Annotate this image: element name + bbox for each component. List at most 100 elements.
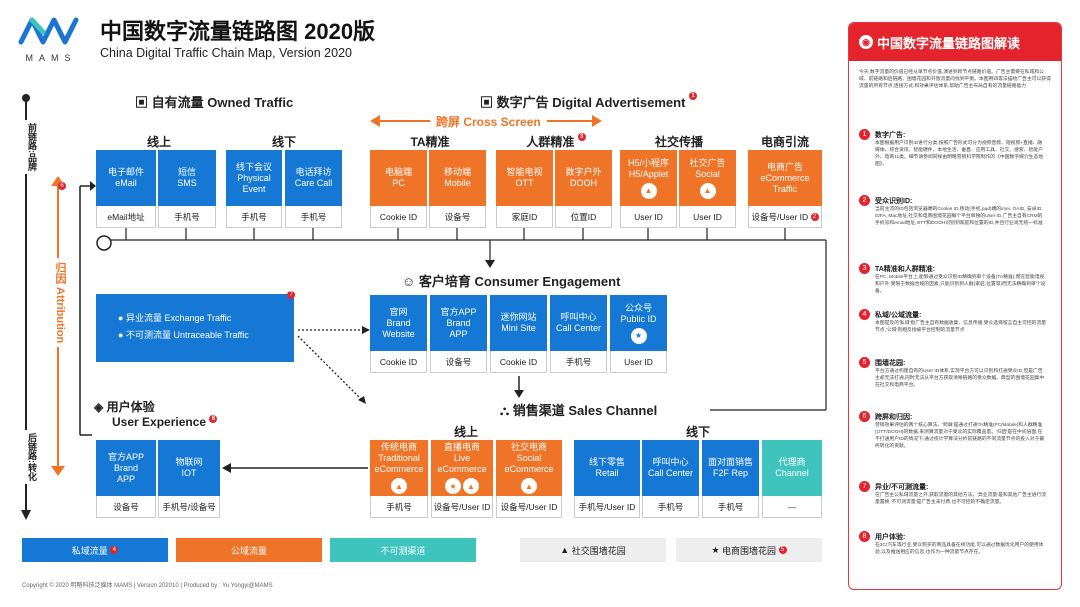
panel-title-4: 私域/公域流量: — [875, 312, 922, 319]
connector-bus — [96, 228, 827, 411]
ad-label-social: 社交广告 Social — [689, 157, 726, 179]
axis-label-bottom: 后链路:转化 — [13, 430, 39, 484]
panel-text-3: 在PC, Mobile平台上,能够通过受众识别ID精确到单个设备(TA精准),而… — [875, 275, 1046, 294]
ad-label-ott: 智能电视 OTT — [506, 167, 543, 188]
owned-box-call: 电话拜访 Care Call — [285, 150, 342, 206]
eng-id-app: 设备号 — [430, 351, 487, 373]
group-crowd: 人群精准 3 — [496, 133, 616, 150]
sales-label-f2f: 面对面销售 F2F Rep — [707, 457, 753, 478]
ad-box-mobile: 移动端 Mobile — [429, 150, 486, 206]
owned-icon: ▣ — [135, 95, 149, 110]
owned-box-event: 线下会议 Physical Event — [226, 150, 282, 206]
ad-id-social: User ID — [679, 206, 736, 228]
engagement-title: ☺ 客户培育 Consumer Engagement — [402, 271, 620, 290]
owned-box-email: 电子邮件 eMail — [96, 150, 156, 206]
social-garden-icon: ▲ — [391, 478, 407, 494]
sales-label-social: 社交电商 Social eCommerce — [504, 442, 554, 474]
panel-title-3: TA精准和人群精准: — [875, 266, 936, 273]
owned-offline-label: 线下 — [271, 135, 296, 149]
panel-num-5: 5 — [859, 357, 870, 368]
panel-num-1: 1 — [859, 129, 870, 140]
ad-id-pc: Cookie ID — [370, 206, 427, 228]
sales-box-social: 社交电商 Social eCommerce ▲ — [496, 440, 562, 496]
ad-label-pc: 电脑端 PC — [384, 167, 412, 188]
sales-label-traditional: 传统电商 Traditional eCommerce — [374, 442, 424, 474]
ux-title-line1: ◈ 用户体验 — [94, 400, 217, 415]
exchange-box: ● 异业流量 Exchange Traffic ● 不可测流量 Untracea… — [96, 294, 294, 362]
interpretation-panel: ◉ 中国数字流量链路图解读 今天,数字流量的价值已经从单节点价值,演进到跨节点链… — [848, 22, 1062, 590]
panel-num-2: 2 — [859, 195, 870, 206]
sales-label-channel: 代理商 Channel — [775, 457, 809, 478]
social-garden-icon: ▲ — [463, 478, 479, 494]
footer: Copyright © 2020 明略科技泛媒体 MAMS | Version … — [22, 583, 273, 589]
eng-id-public: User ID — [610, 351, 667, 373]
return-arrow — [79, 181, 96, 436]
group-ta: TA精准 — [410, 135, 450, 149]
owned-box-sms: 短信 SMS — [158, 150, 216, 206]
sales-id-f2f: 手机号 — [702, 496, 759, 518]
owned-label-email: 电子邮件 eMail — [107, 167, 144, 188]
sales-box-f2f: 面对面销售 F2F Rep — [702, 440, 759, 496]
panel-text-5: 平台方通过构建自有的User ID体系,实现平台方可以识别和打通受众ID,但是广… — [875, 369, 1045, 388]
sales-title-text: 销售渠道 Sales Channel — [512, 403, 658, 418]
legend-social-garden: ▲ 社交围墙花园 — [520, 538, 666, 562]
digital-icon: ▣ — [480, 95, 494, 110]
sales-id-live: 设备号/User ID — [431, 496, 493, 518]
sales-id-channel: — — [762, 496, 822, 518]
exchange-line2-text: 不可测流量 Untraceable Traffic — [125, 330, 249, 340]
eng-box-mini: 迷你网站 Mini Site — [490, 295, 547, 351]
digital-title-text: 数字广告 Digital Advertisement — [496, 95, 686, 110]
owned-label-call: 电话拜访 Care Call — [294, 167, 333, 188]
ad-label-mobile: 移动端 Mobile — [443, 167, 471, 188]
ad-label-h5: H5/小程序 H5/Applet — [627, 157, 669, 179]
eng-label-public: 公众号 Public ID — [620, 302, 657, 324]
panel-text-8: 在3C/汽车等行业,受众购买的商品具备在线功能,可以通过数据优化用户的使用体验,… — [875, 543, 1044, 555]
owned-label-sms: 短信 SMS — [177, 167, 197, 188]
ux-id-iot: 手机号/设备号 — [158, 496, 220, 518]
eng-id-callcenter: 手机号 — [550, 351, 607, 373]
ecom-garden-icon: ★ — [445, 478, 461, 494]
sales-title: ⛬ 销售渠道 Sales Channel — [500, 400, 657, 419]
owned-id-call: 手机号 — [285, 206, 342, 228]
logo: MAMS — [18, 12, 84, 64]
panel-text-2: 当前主流的ID包括浏览器端的Cookie ID,移动(手机,pad)端的imei… — [875, 207, 1043, 226]
ux-title2-text: User Experience — [112, 415, 207, 429]
sales-box-traditional: 传统电商 Traditional eCommerce ▲ — [370, 440, 428, 496]
social-garden-icon: ▲ — [640, 182, 657, 199]
panel-title-6: 跨屏和归因: — [875, 414, 913, 421]
ad-box-h5: H5/小程序 H5/Applet ▲ — [620, 150, 677, 206]
exchange-badge-text: 7 — [287, 291, 295, 299]
legend-star-icon: ★ — [711, 544, 720, 555]
ad-box-ecom: 电商广告 eCommerce Traffic — [748, 150, 822, 206]
eng-label-website: 官网 Brand Website — [382, 306, 415, 339]
ad-id-ott: 家庭ID — [496, 206, 553, 228]
social-garden-icon: ▲ — [521, 478, 537, 494]
attribution-badge: 6 — [58, 182, 66, 200]
legend-social-garden-text: 社交围墙花园 — [571, 545, 626, 556]
ad-box-pc: 电脑端 PC — [370, 150, 427, 206]
panel-text-7: 在广告主公私域流量之外,获取流量的其他方法。'异业流量'是和其他广告主进行流量置… — [875, 493, 1047, 505]
eng-box-public: 公众号 Public ID★ — [610, 295, 667, 351]
group-social: 社交传播 — [654, 135, 703, 149]
legend-untraceable: 不可测渠道 — [330, 538, 476, 562]
group-ecom: 电商引流 — [760, 135, 809, 149]
owned-online-label: 线上 — [146, 135, 171, 149]
eng-box-website: 官网 Brand Website — [370, 295, 427, 351]
eng-box-callcenter: 呼叫中心 Call Center — [550, 295, 607, 351]
social-garden-icon: ▲ — [699, 182, 716, 199]
eng-box-app: 官方APP Brand APP — [430, 295, 487, 351]
panel-intro: 今天,数字流量的价值已经从单节点价值,演进到跨节点链路价值。广告主需要在私域和公… — [859, 70, 1051, 89]
ad-box-social: 社交广告 Social ▲ — [679, 150, 736, 206]
sales-id-traditional: 手机号 — [370, 496, 428, 518]
owned-id-event: 手机号 — [226, 206, 282, 228]
ad-id-h5: User ID — [620, 206, 677, 228]
ux-icon: ◈ — [94, 400, 104, 414]
ux-title-line2: User Experience 8 — [94, 415, 218, 430]
sales-box-live: 直播电商 Live eCommerce★▲ — [431, 440, 493, 496]
sales-box-retail: 线下零售 Retail — [574, 440, 640, 496]
panel-title-8: 用户体验: — [875, 534, 906, 541]
panel-header: ◉ 中国数字流量链路图解读 — [849, 23, 1061, 61]
legend-ecom-garden-text: 电商围墙花园 — [722, 545, 777, 556]
owned-title-text: 自有流量 Owned Traffic — [151, 95, 294, 110]
sales-label-retail: 线下零售 Retail — [588, 457, 625, 478]
